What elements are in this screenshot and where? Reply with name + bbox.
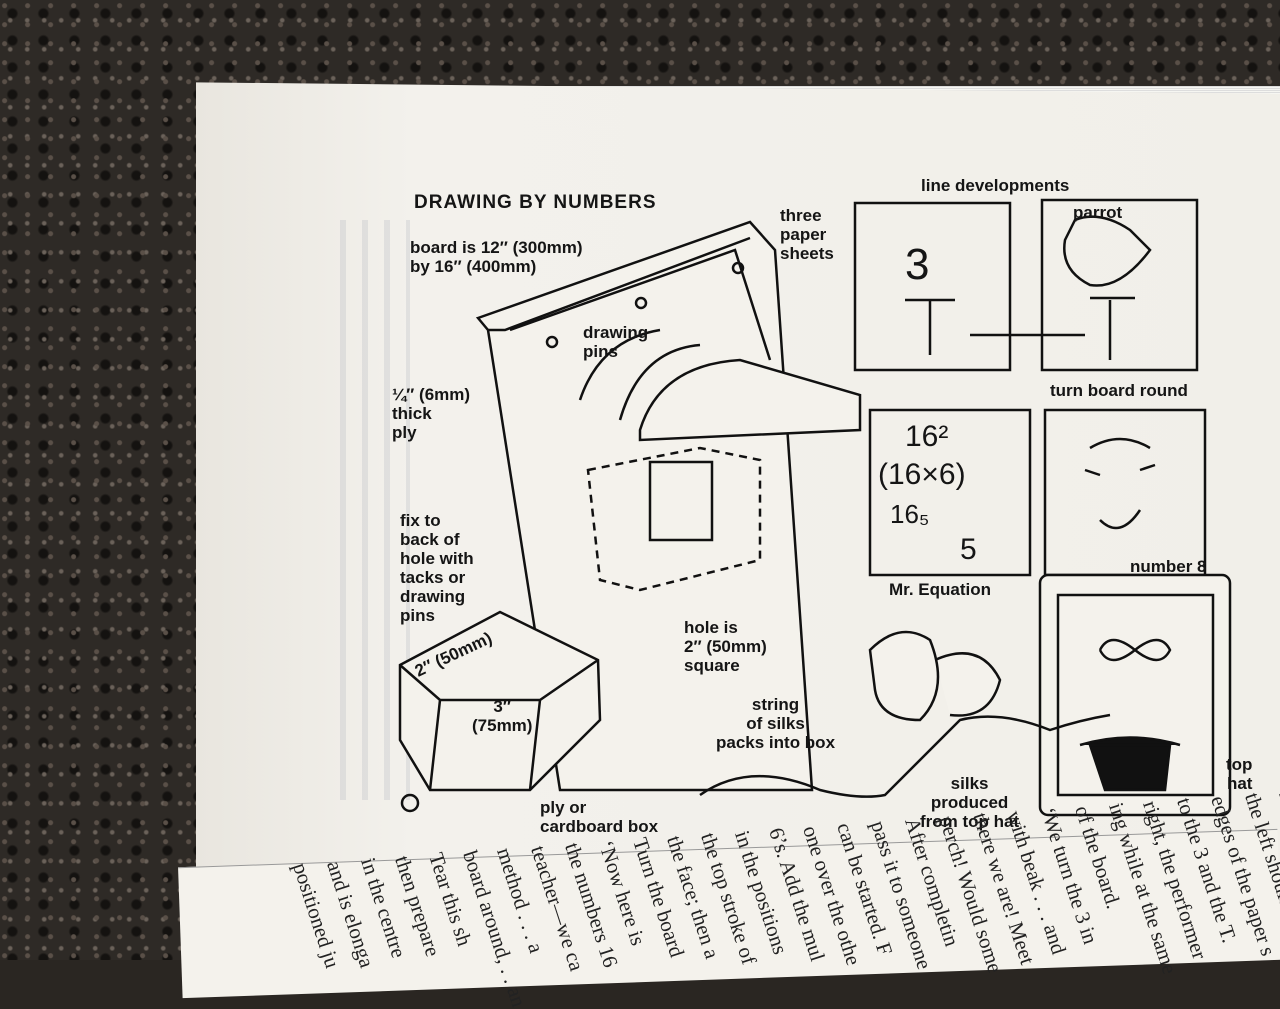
label-box: ply or cardboard box [540,798,658,836]
label-mr-equation: Mr. Equation [889,580,991,599]
label-drawing-pins: drawing pins [583,323,648,361]
illustration-title: DRAWING BY NUMBERS [414,193,657,212]
label-number-8: number 8 [1130,557,1207,576]
equation-bottom: 5 [960,533,977,568]
equation-top: 16² [905,420,948,455]
sheet-face [1045,410,1205,575]
label-turn-board: turn board round [1050,381,1188,400]
equation-low: 16₅ [890,500,929,530]
label-three-sheets: three paper sheets [780,206,834,263]
sheet-3 [855,203,1010,370]
label-fix-to-back: fix to back of hole with tacks or drawin… [400,511,474,625]
sheet-parrot [1042,200,1197,370]
label-line-developments: line developments [921,176,1069,195]
label-thickness: ¼″ (6mm) thick ply [392,385,470,442]
label-box-depth: 3″ (75mm) [472,697,532,735]
label-board-size: board is 12″ (300mm) by 16″ (400mm) [410,238,583,276]
label-string-silks: string of silks packs into box [716,695,835,752]
equation-middle: (16×6) [878,458,966,493]
sheet-number-3: 3 [905,240,929,291]
sheet-equation [870,410,1030,575]
label-parrot: parrot [1073,203,1122,222]
label-hole: hole is 2″ (50mm) square [684,618,767,675]
label-top-hat: top hat [1226,755,1252,793]
